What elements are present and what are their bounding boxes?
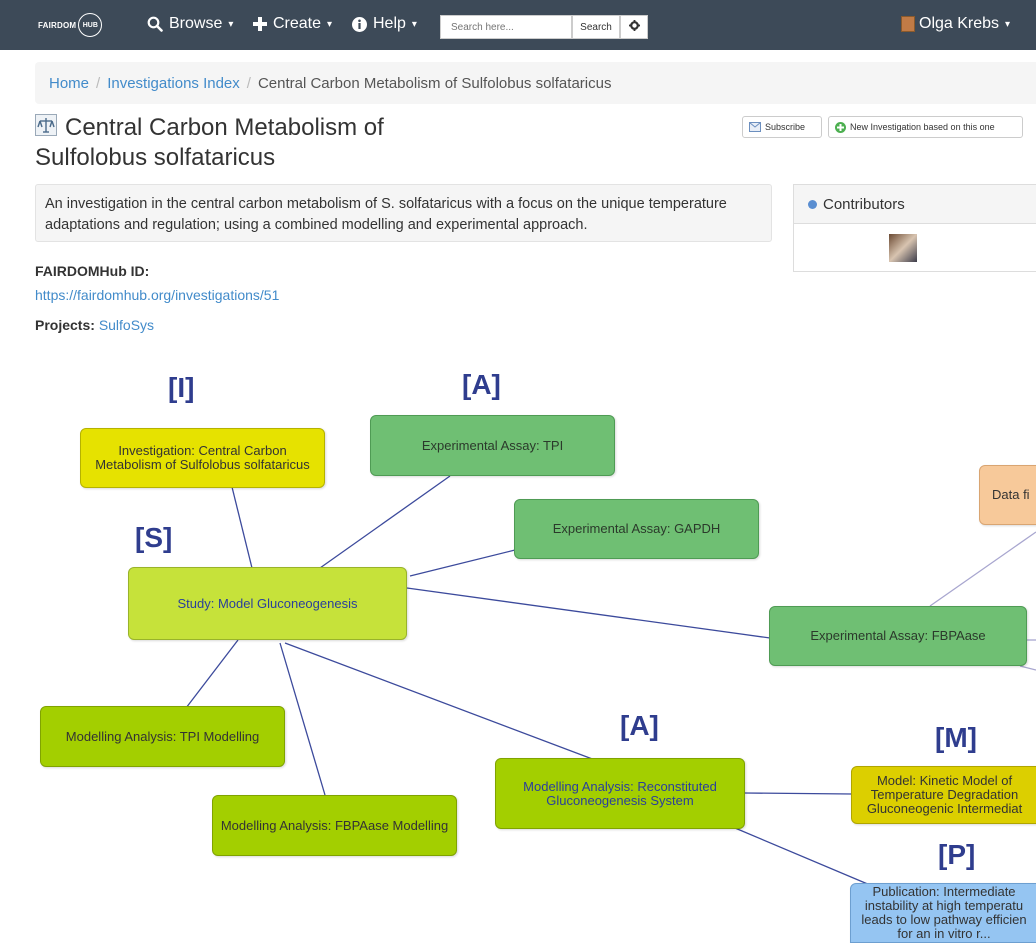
tag-assay: [A] xyxy=(620,710,659,741)
new-investigation-button[interactable]: New Investigation based on this one xyxy=(828,116,1023,138)
contributors-header: Contributors xyxy=(794,185,1036,224)
search-input[interactable] xyxy=(440,15,572,39)
search-icon xyxy=(147,16,163,32)
node-analysis-fbpaase[interactable]: Modelling Analysis: FBPAase Modelling xyxy=(212,795,457,856)
edge-study-tpi xyxy=(319,475,451,569)
subscribe-label: Subscribe xyxy=(765,122,806,132)
help-menu[interactable]: Help ▾ xyxy=(352,15,417,33)
node-analysis-reconstituted[interactable]: Modelling Analysis: Reconstituted Glucon… xyxy=(495,758,745,829)
create-label: Create xyxy=(273,15,322,32)
tag-assay: [A] xyxy=(462,369,501,400)
page-title-line2: Sulfolobus solfataricus xyxy=(35,144,276,172)
top-navbar: FAIRDOM HUB Browse ▾ Create ▾ Help ▾ Sea… xyxy=(0,0,1036,50)
projects-row: Projects: SulfoSys xyxy=(35,317,154,333)
node-investigation[interactable]: Investigation: Central Carbon Metabolism… xyxy=(80,428,325,488)
logo-hub-badge: HUB xyxy=(78,13,103,37)
subscribe-button[interactable]: Subscribe xyxy=(742,116,822,138)
fairdomhub-id-link[interactable]: https://fairdomhub.org/investigations/51 xyxy=(35,287,280,303)
page-title: Central Carbon Metabolism of Sulfolobus … xyxy=(35,113,384,172)
edge-investigation-study xyxy=(231,486,253,569)
node-publication[interactable]: Publication: Intermediate instability at… xyxy=(850,883,1036,943)
tag-model: [M] xyxy=(935,722,977,753)
projects-label: Projects: xyxy=(35,317,95,333)
contributor-avatar[interactable] xyxy=(889,234,917,262)
node-analysis-tpi[interactable]: Modelling Analysis: TPI Modelling xyxy=(40,706,285,767)
node-assay-fbpaase[interactable]: Experimental Assay: FBPAase xyxy=(769,606,1027,666)
node-kinetic-model[interactable]: Model: Kinetic Model of Temperature Degr… xyxy=(851,766,1036,824)
breadcrumb-current: Central Carbon Metabolism of Sulfolobus … xyxy=(257,74,612,92)
page-title-line1: Central Carbon Metabolism of xyxy=(65,114,384,141)
contributors-panel: Contributors xyxy=(793,184,1036,272)
investigation-description: An investigation in the central carbon m… xyxy=(35,184,772,242)
tag-investigation: [I] xyxy=(168,372,195,403)
fairdomhub-logo[interactable]: FAIRDOM HUB xyxy=(38,12,103,38)
node-data-file[interactable]: Data fi xyxy=(979,465,1036,525)
node-assay-gapdh[interactable]: Experimental Assay: GAPDH xyxy=(514,499,759,559)
help-label: Help xyxy=(373,15,406,32)
edge-study-tpimodelling xyxy=(185,639,239,709)
chevron-down-icon: ▾ xyxy=(1005,18,1011,30)
edge-fbpaase-offscreen-2 xyxy=(1019,665,1036,671)
breadcrumb-separator: / xyxy=(246,74,251,92)
breadcrumb-investigations-index[interactable]: Investigations Index xyxy=(107,74,240,92)
tag-publication: [P] xyxy=(938,839,976,870)
chevron-down-icon: ▾ xyxy=(327,18,333,30)
plus-icon xyxy=(253,17,267,31)
edge-reconstituted-model xyxy=(744,792,853,795)
chevron-down-icon: ▾ xyxy=(228,18,234,30)
search-settings-button[interactable] xyxy=(620,15,648,39)
info-icon xyxy=(808,199,817,209)
edge-study-fbpaase xyxy=(406,587,771,639)
fairdomhub-id-label: FAIRDOMHub ID: xyxy=(35,263,150,279)
edge-fbpaase-datafile xyxy=(929,531,1036,607)
edge-study-fbpaasemodelling xyxy=(279,642,326,796)
user-name: Olga Krebs xyxy=(919,15,1000,32)
edge-study-gapdh xyxy=(409,549,516,577)
breadcrumb-separator: / xyxy=(96,74,101,92)
user-menu[interactable]: Olga Krebs ▾ xyxy=(901,15,1010,33)
browse-label: Browse xyxy=(169,15,223,32)
breadcrumb: Home / Investigations Index / Central Ca… xyxy=(35,62,1036,104)
create-menu[interactable]: Create ▾ xyxy=(253,15,332,33)
avatar xyxy=(901,16,915,32)
breadcrumb-home[interactable]: Home xyxy=(49,74,90,92)
tag-study: [S] xyxy=(135,522,173,553)
project-link-sulfosys[interactable]: SulfoSys xyxy=(98,317,155,333)
search-button[interactable]: Search xyxy=(572,15,620,39)
gear-icon xyxy=(628,18,640,36)
edge-reconstituted-publication xyxy=(734,827,871,886)
contributors-title: Contributors xyxy=(823,195,905,213)
chevron-down-icon: ▾ xyxy=(411,18,417,30)
logo-text: FAIRDOM xyxy=(38,20,77,30)
edge-study-reconstituted xyxy=(284,642,596,761)
node-study[interactable]: Study: Model Gluconeogenesis xyxy=(128,567,407,640)
node-assay-tpi[interactable]: Experimental Assay: TPI xyxy=(370,415,615,476)
new-investigation-label: New Investigation based on this one xyxy=(850,122,995,132)
investigation-icon xyxy=(35,114,57,143)
info-icon xyxy=(352,16,367,32)
browse-menu[interactable]: Browse ▾ xyxy=(147,15,233,33)
subscribe-icon xyxy=(749,122,761,132)
add-icon xyxy=(835,121,846,133)
